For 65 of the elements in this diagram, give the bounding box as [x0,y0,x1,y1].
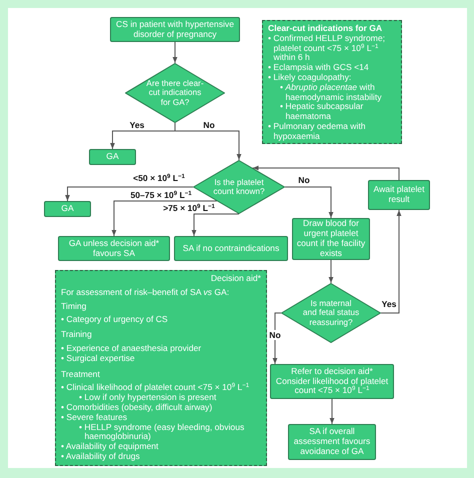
node-text: GA unless decision aid* favours SA [68,238,160,258]
arrow [328,260,334,284]
node-text: Consider likelihood of platelet count <75 × 10$^{9}$ L$^{−1}$ [274,376,390,396]
bullet-item: • Comorbidities (obesity, difficult airway) [61,402,212,413]
decision-diamond [125,63,225,123]
bullet-item: • HELLP syndrome (easy bleeding, obvious haemoglobinuria) [78,422,246,442]
process-box [368,180,430,210]
bullet-item: • Pulmonary oedema with hypoxaemia [268,122,367,142]
bullet-item: • Availability of drugs [61,452,140,462]
node-text: Await platelet result [372,185,426,205]
section-heading: Training [61,330,93,340]
bullet-item: • Hepatic subcapsular haematoma [279,102,364,122]
node-text: Refer to decision aid* [290,366,374,377]
process-box [44,201,91,217]
section-heading: Treatment [61,370,101,380]
process-box [58,236,170,261]
section-heading: Timing [61,302,88,312]
edge-label: <50 × 10$^{9}$ L$^{−1}$ [132,173,186,183]
arrow [172,42,178,64]
node-text: GA [60,204,75,214]
node-text: SA if no contraindications [182,244,280,254]
edge-label: >75 × 10$^{9}$ L$^{−1}$ [162,202,216,212]
panel-heading: Clear-cut indications for GA [268,24,384,34]
bullet-item: • Severe features [61,412,128,423]
info-panel [262,20,402,144]
process-box [174,236,288,261]
arrow [272,312,282,364]
bullet-item: • Abruptio placentae with haemodynamic instability [280,82,383,102]
bullet-item: • Clinical likelihood of platelet count <75 × 10$^{9}$ L$^{−1}$ [61,383,250,394]
arrow [252,166,400,180]
node-text: Draw blood for urgent platelet count if the facility exists [296,219,366,259]
bullet-item: • Availability of equipment [61,442,160,452]
bullet-item: • Confirmed HELLP syndrome; platelet count <75 × 10$^{9}$ L$^{−1}$ within 6 h [268,34,386,64]
arrow [284,186,334,218]
process-box [110,17,240,42]
edge-label: No [268,330,282,340]
intro-text: For assessment of risk–benefit of SA vs GA: [61,288,230,298]
arrow [174,122,242,160]
bullet-item: • Eclampsia with GCS <14 [268,63,370,73]
arrow [330,398,334,424]
arrow [112,200,218,236]
panel-heading: Decision aid* [210,274,261,284]
arrow [192,214,240,236]
info-panel [55,270,267,466]
arrow [380,210,402,314]
decision-diamond [281,283,381,343]
bullet-item: • Likely coagulopathy: [268,72,352,83]
arrow [65,186,194,202]
bullet-item: • Category of urgency of CS [61,315,169,326]
edge-label: Yes [380,299,398,309]
node-text: Is maternal and fetal status reassuring? [302,299,360,327]
bullet-item: • Surgical expertise [61,354,136,364]
node-text: GA [105,152,120,162]
edge-label: 50–75 × 10$^{9}$ L$^{−1}$ [129,190,193,200]
edge-label: No [202,120,216,130]
edge-label: No [297,175,311,185]
edge-label: Yes [128,120,146,130]
node-text: Is the platelet count known? [212,178,266,196]
bullet-item: • Low if only hypertension is present [78,393,218,403]
bullet-item: • Experience of anaesthesia provider [61,344,202,354]
node-text: SA if overall assessment favours avoidance of GA [292,427,372,457]
process-box [89,149,136,165]
node-text: CS in patient with hypertensive disorder of pregnancy [115,20,235,40]
process-box [270,364,394,399]
node-text: Are there clear-cut indications for GA? [145,79,205,107]
